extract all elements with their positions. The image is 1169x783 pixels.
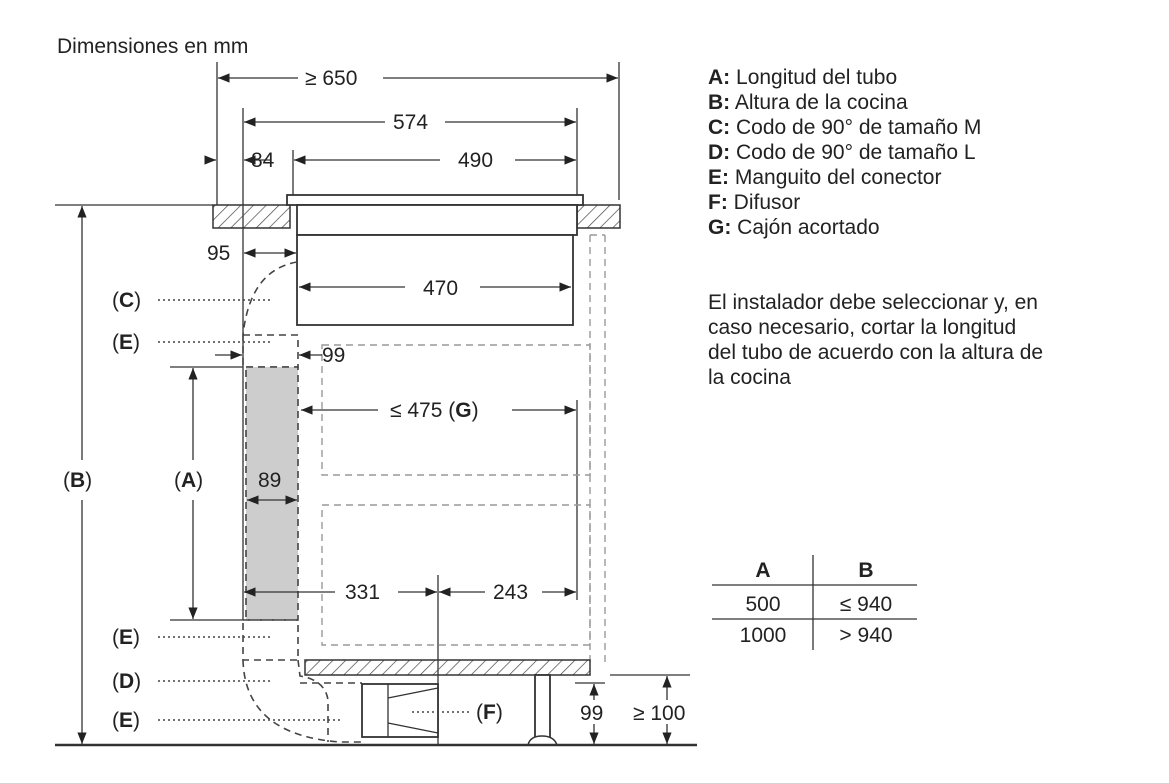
svg-text:El instalador debe seleccionar: El instalador debe seleccionar y, en [708, 291, 1038, 314]
callout-e-top: (E) [112, 331, 270, 354]
table-cell: > 940 [839, 624, 892, 647]
callout-e-middle: (E) [112, 626, 270, 649]
dimension-331: 331 [244, 581, 437, 604]
diffuser-f [361, 683, 439, 738]
dimension-650: ≥ 650 [218, 67, 618, 90]
callout-c: (C) [112, 289, 270, 312]
dimension-243: 243 [439, 581, 576, 604]
table-cell: 500 [745, 593, 780, 616]
dimension-99-top: 99 [215, 344, 345, 367]
dimension-470: 470 [299, 277, 571, 300]
svg-text:84: 84 [251, 149, 275, 172]
svg-text:caso necesario, cortar la long: caso necesario, cortar la longitud [708, 316, 1016, 339]
dimension-a: (A) [174, 368, 203, 619]
svg-text:99: 99 [322, 344, 345, 367]
svg-text:C: Codo de 90° de tamaño M: C: Codo de 90° de tamaño M [708, 116, 981, 139]
connector-sleeve-bottom [242, 619, 299, 661]
svg-text:la cocina: la cocina [708, 366, 791, 389]
extension-lines [55, 62, 690, 745]
length-height-table: A B 500 ≤ 940 1000 > 940 [712, 555, 917, 650]
svg-text:D: Codo de 90° de tamaño L: D: Codo de 90° de tamaño L [708, 141, 976, 164]
legend: A: Longitud del tubo B: Altura de la coc… [708, 66, 981, 239]
svg-text:(D): (D) [112, 670, 141, 693]
svg-text:470: 470 [423, 277, 458, 300]
dimension-95: 95 [207, 242, 296, 265]
svg-text:(E): (E) [112, 709, 140, 732]
shortened-drawer-outline [321, 234, 606, 665]
svg-text:≤ 475 (G): ≤ 475 (G) [390, 399, 479, 422]
callout-d: (D) [112, 670, 270, 693]
plinth-foot [527, 674, 559, 746]
countertop [212, 204, 621, 229]
svg-text:331: 331 [345, 581, 380, 604]
table-header-b: B [858, 559, 873, 582]
svg-text:del tubo de acuerdo con la alt: del tubo de acuerdo con la altura de [708, 341, 1043, 364]
callout-e-bottom: (E) [112, 709, 340, 732]
dimension-475-g: ≤ 475 (G) [301, 399, 576, 422]
dimension-100: ≥ 100 [632, 676, 702, 744]
svg-text:243: 243 [493, 581, 528, 604]
svg-text:G: Cajón acortado: G: Cajón acortado [708, 216, 880, 239]
table-header-a: A [755, 559, 770, 582]
svg-text:E: Manguito del conector: E: Manguito del conector [708, 166, 941, 189]
installer-note: El instalador debe seleccionar y, en cas… [708, 291, 1043, 389]
duct-tube [245, 366, 299, 621]
svg-text:(B): (B) [63, 469, 92, 492]
dimension-574: 574 [244, 111, 576, 134]
dimension-89: 89 [247, 469, 297, 505]
svg-text:≥ 650: ≥ 650 [305, 67, 357, 90]
dimension-99-bottom: 99 [578, 684, 612, 744]
dimension-b: (B) [63, 206, 92, 744]
connector-sleeve-top [242, 334, 299, 368]
svg-text:490: 490 [458, 149, 493, 172]
svg-text:≥ 100: ≥ 100 [633, 702, 685, 725]
hob [286, 194, 584, 326]
svg-text:(F): (F) [476, 701, 503, 724]
svg-text:A: Longitud del tubo: A: Longitud del tubo [708, 66, 897, 89]
svg-text:F: Difusor: F: Difusor [708, 191, 800, 214]
svg-text:(E): (E) [112, 626, 140, 649]
svg-text:574: 574 [393, 111, 428, 134]
svg-text:(C): (C) [112, 289, 141, 312]
table-cell: ≤ 940 [840, 593, 892, 616]
table-cell: 1000 [740, 624, 787, 647]
dimension-490: 490 [294, 149, 576, 172]
svg-text:89: 89 [258, 469, 281, 492]
elbow-c [242, 261, 298, 336]
svg-text:(E): (E) [112, 331, 140, 354]
svg-text:(A): (A) [174, 469, 203, 492]
svg-text:B: Altura de la cocina: B: Altura de la cocina [708, 91, 908, 114]
elbow-d [242, 659, 362, 743]
diagram-title: Dimensiones en mm [57, 35, 248, 58]
plinth [304, 659, 591, 676]
callout-f: (F) [412, 701, 503, 724]
svg-text:95: 95 [207, 242, 230, 265]
svg-text:99: 99 [580, 702, 603, 725]
dimension-84: 84 [204, 149, 275, 172]
